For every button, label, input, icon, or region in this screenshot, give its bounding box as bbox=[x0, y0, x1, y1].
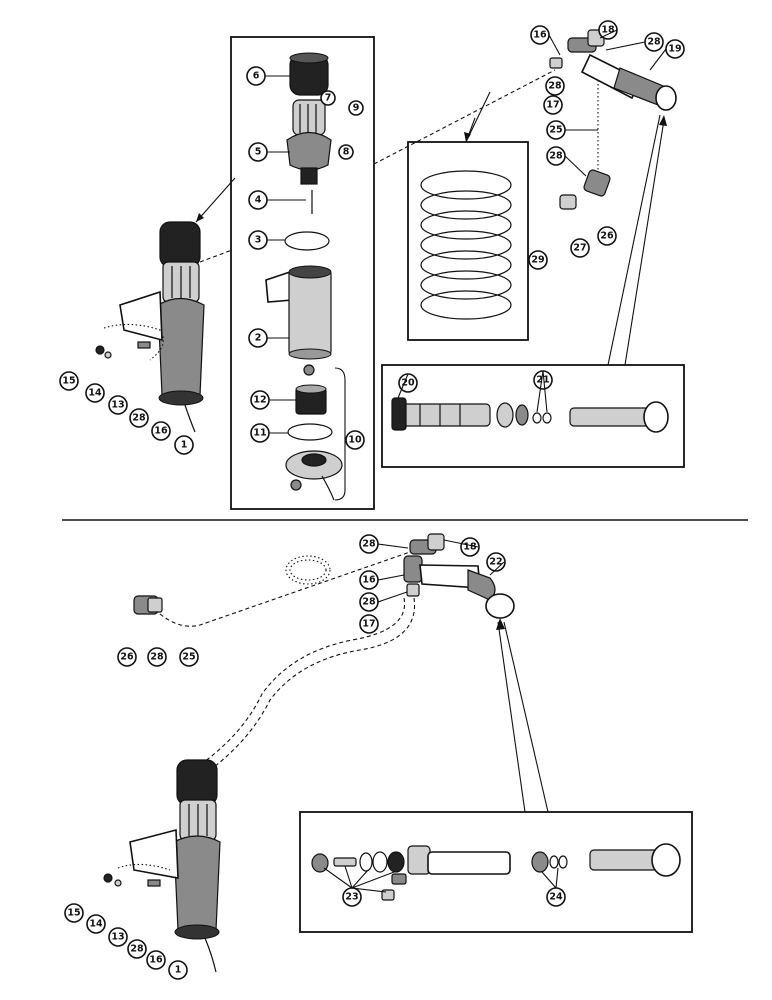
callout-label: 28 bbox=[130, 944, 144, 955]
part-spring bbox=[420, 170, 512, 320]
part-washer-bottom bbox=[114, 879, 122, 887]
fitting-26 bbox=[133, 595, 163, 615]
callout-label: 10 bbox=[348, 435, 362, 446]
fitting-tee-bottom bbox=[403, 533, 515, 619]
leader-detail-b bbox=[624, 119, 665, 366]
callout-label: 28 bbox=[362, 539, 376, 550]
callout-label: 12 bbox=[253, 395, 266, 406]
callout-label: 19 bbox=[668, 44, 681, 55]
part-o-ring bbox=[284, 231, 330, 251]
tube-17 bbox=[209, 597, 416, 771]
callout-label: 1 bbox=[181, 440, 188, 451]
callout-label: 21 bbox=[536, 375, 549, 386]
callout-label: 18 bbox=[601, 25, 615, 36]
tube-17-top bbox=[373, 69, 556, 165]
callout-label: 3 bbox=[255, 235, 262, 246]
callout-label: 14 bbox=[88, 388, 102, 399]
leader-spring bbox=[465, 91, 491, 143]
part-bolt bbox=[137, 341, 151, 349]
callout-label: 6 bbox=[253, 71, 260, 82]
detail-parts-bottom bbox=[311, 843, 681, 901]
arrowhead bbox=[196, 213, 204, 222]
callout-label: 28 bbox=[549, 151, 563, 162]
part-valve-body bbox=[286, 99, 332, 185]
callout-label: 28 bbox=[548, 81, 562, 92]
part-cap bbox=[289, 52, 329, 96]
top-assembly bbox=[95, 29, 685, 510]
callout-label: 4 bbox=[255, 195, 262, 206]
callout-label: 29 bbox=[531, 255, 544, 266]
callout-label: 16 bbox=[362, 575, 376, 586]
callout-label: 28 bbox=[132, 413, 146, 424]
part-sleeve bbox=[295, 384, 327, 415]
part-bolt-bottom bbox=[147, 879, 161, 887]
leader-detail-d bbox=[503, 621, 549, 813]
callout-label: 27 bbox=[573, 243, 586, 254]
callout-label: 26 bbox=[120, 652, 134, 663]
detail-parts-top bbox=[391, 397, 669, 433]
callout-label: 5 bbox=[255, 147, 262, 158]
callout-label: 18 bbox=[463, 542, 477, 553]
leader-box-to-unit bbox=[195, 177, 236, 223]
callout-label: 16 bbox=[154, 426, 168, 437]
callout-label: 1 bbox=[175, 965, 182, 976]
callout-label: 28 bbox=[647, 37, 661, 48]
group-bracket bbox=[334, 367, 346, 501]
callout-label: 22 bbox=[489, 557, 502, 568]
callout-label: 14 bbox=[89, 919, 103, 930]
callout-label: 23 bbox=[345, 892, 358, 903]
part-nut bbox=[95, 345, 105, 355]
callout-label: 16 bbox=[533, 30, 547, 41]
callout-label: 2 bbox=[255, 333, 262, 344]
part-nut-bottom bbox=[103, 873, 113, 883]
callout-label: 16 bbox=[149, 955, 163, 966]
main-unit-top bbox=[103, 221, 205, 433]
part-housing bbox=[265, 265, 332, 360]
callout-label: 25 bbox=[182, 652, 195, 663]
callout-label: 28 bbox=[150, 652, 164, 663]
detail-frame-top bbox=[381, 364, 685, 468]
callout-label: 13 bbox=[111, 932, 124, 943]
callout-layer: 6 7 9 8 5 4 3 2 12 11 10 15 14 13 28 16 … bbox=[59, 20, 685, 980]
dashed-connector bbox=[199, 249, 233, 263]
exploded-view-frame bbox=[230, 36, 375, 510]
callout-label: 13 bbox=[111, 400, 124, 411]
callout-label: 17 bbox=[362, 619, 375, 630]
callout-label: 17 bbox=[546, 100, 559, 111]
bottom-assembly bbox=[103, 533, 693, 973]
callout-label: 24 bbox=[549, 892, 563, 903]
part-washer bbox=[104, 351, 112, 359]
callout-label: 11 bbox=[253, 428, 266, 439]
part-gasket bbox=[287, 423, 333, 441]
coiled-tube bbox=[285, 555, 331, 585]
callout-label: 15 bbox=[67, 908, 80, 919]
callout-label: 15 bbox=[62, 376, 75, 387]
part-base-plate bbox=[285, 450, 343, 501]
tube-25 bbox=[159, 551, 411, 627]
callout-leaders bbox=[265, 29, 667, 893]
callout-label: 20 bbox=[401, 378, 415, 389]
fitting-elbow-top bbox=[559, 169, 611, 210]
callout-label: 9 bbox=[353, 103, 360, 114]
part-ball bbox=[303, 364, 315, 376]
callout-label: 7 bbox=[325, 93, 332, 104]
callout-label: 8 bbox=[343, 147, 350, 158]
spring-frame bbox=[407, 141, 529, 341]
callout-label: 28 bbox=[362, 597, 376, 608]
detail-frame-bottom bbox=[299, 811, 693, 933]
callout-label: 25 bbox=[549, 125, 562, 136]
leader-detail-a bbox=[607, 114, 661, 366]
leader-detail-c bbox=[497, 621, 526, 813]
fitting-tee-top bbox=[549, 29, 677, 175]
main-unit-bottom bbox=[117, 759, 221, 973]
callout-label: 26 bbox=[600, 231, 614, 242]
